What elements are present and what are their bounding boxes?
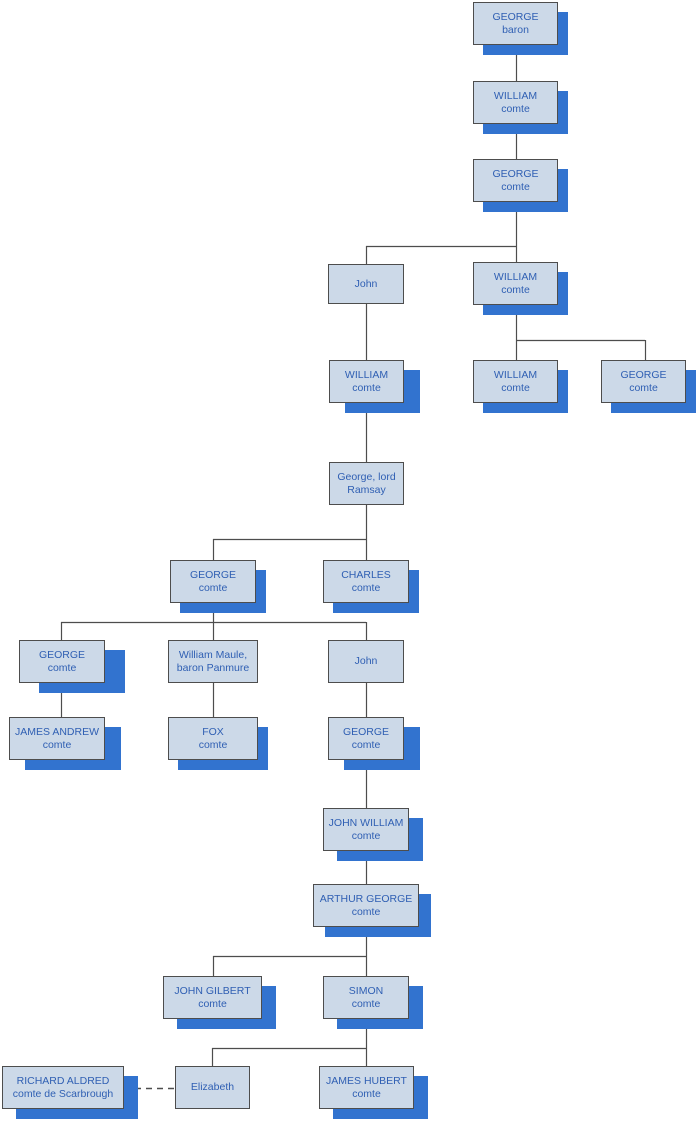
node-name: John [354, 655, 378, 668]
node-name: JAMES ANDREW [14, 725, 99, 738]
node-name: George, lord [337, 470, 396, 483]
tree-node[interactable]: William Maule,baron Panmure [168, 640, 258, 683]
node-title: comte [501, 102, 530, 115]
node-title: comte [42, 738, 72, 751]
node-name: GEORGE [492, 167, 539, 180]
node-title: baron Panmure [176, 661, 250, 674]
node-name: ARTHUR GEORGE [319, 892, 413, 905]
node-title: comte [351, 738, 381, 751]
node-title: comte [198, 738, 228, 751]
node-name: GEORGE [492, 10, 539, 23]
node-title: baron [502, 23, 529, 36]
node-name: JOHN GILBERT [174, 984, 251, 997]
node-title: Ramsay [347, 483, 386, 496]
node-name: GEORGE [38, 648, 86, 661]
node-title: comte [351, 829, 381, 842]
node-name: GEORGE [620, 368, 667, 381]
node-name: CHARLES [341, 568, 391, 581]
node-name: WILLIAM [493, 368, 538, 381]
node-name: GEORGE [342, 725, 390, 738]
node-name: William Maule, [178, 648, 248, 661]
node-name: GEORGE [189, 568, 237, 581]
node-title: comte [198, 581, 228, 594]
node-name: Elizabeth [190, 1081, 235, 1094]
node-title: comte [351, 905, 381, 918]
node-name: WILLIAM [344, 368, 389, 381]
node-title: comte [501, 381, 530, 394]
node-name: FOX [202, 725, 224, 738]
node-title: comte [629, 381, 658, 394]
node-title: comte [351, 581, 381, 594]
node-title: comte [198, 997, 227, 1010]
node-name: RICHARD ALDRED [16, 1074, 110, 1087]
node-title: comte [47, 661, 77, 674]
node-title: comte [501, 283, 530, 296]
node-title: comte [501, 180, 530, 193]
node-name: WILLIAM [493, 270, 538, 283]
node-title: comte [352, 381, 381, 394]
tree-node[interactable]: Elizabeth [175, 1066, 250, 1109]
tree-node[interactable]: John [328, 640, 404, 683]
node-name: SIMON [348, 984, 384, 997]
node-title: comte [352, 1087, 381, 1100]
node-name: JAMES HUBERT [326, 1074, 407, 1087]
node-title: comte de Scarbrough [12, 1087, 114, 1100]
node-name: WILLIAM [493, 89, 538, 102]
node-title: comte [351, 997, 381, 1010]
tree-node[interactable]: John [328, 264, 404, 304]
node-name: John [354, 277, 378, 290]
node-name: JOHN WILLIAM [328, 816, 404, 829]
